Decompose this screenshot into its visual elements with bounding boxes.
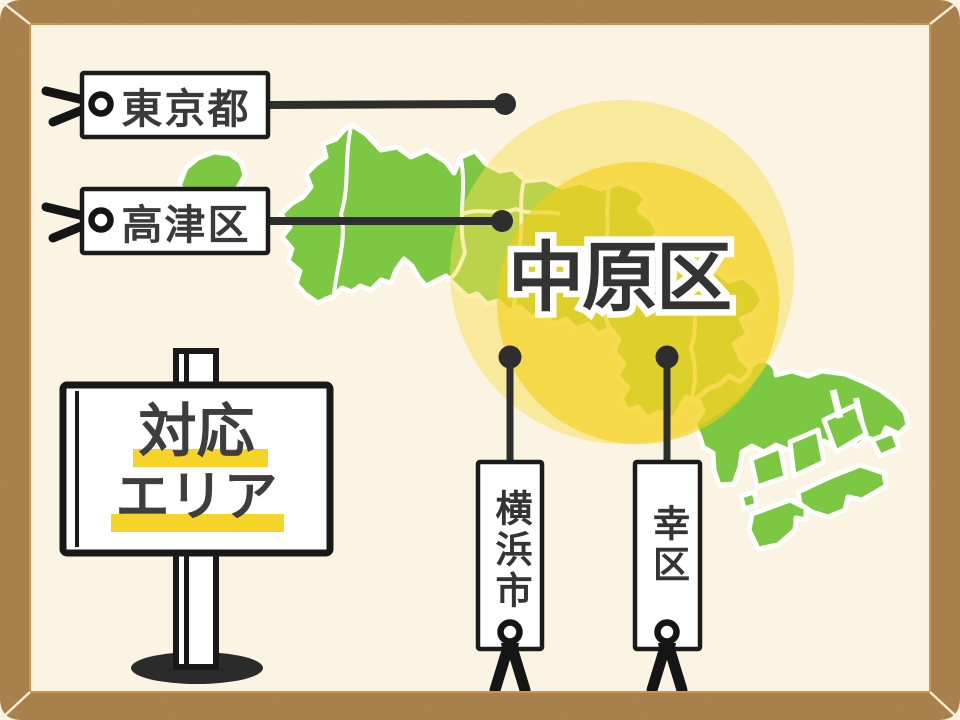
coastal-island xyxy=(746,497,809,552)
hanging-tag-strings xyxy=(489,643,688,696)
coastal-channel xyxy=(853,397,864,421)
sign-title-line1: 対応 xyxy=(138,397,255,465)
ward-border xyxy=(332,126,353,295)
miter-seam xyxy=(1,1,31,25)
tag-box-tokyo xyxy=(79,70,271,140)
leader-dot-tokyo xyxy=(494,93,516,115)
tag-eyelets xyxy=(88,91,680,645)
coastal-channel xyxy=(829,389,844,419)
eyelet-icon xyxy=(88,207,114,233)
string-icon xyxy=(646,648,669,696)
coastal-island xyxy=(795,462,889,520)
center-area-label-outline: 中原区 xyxy=(502,229,739,325)
coastal-island xyxy=(787,427,827,479)
tag-takatsu-label: 高津区 xyxy=(121,201,251,249)
frame-inner-rim xyxy=(29,23,931,693)
eyelet-icon xyxy=(88,91,114,117)
string-icon xyxy=(489,648,512,696)
center-area-label: 中原区 中原区 xyxy=(494,229,744,332)
coverage-glow-inner xyxy=(497,162,779,444)
tag-boxes xyxy=(79,70,703,652)
leader-line-tokyo xyxy=(262,100,509,109)
signboard xyxy=(59,348,334,684)
sign-highlight-bar xyxy=(111,514,284,532)
tag-yokohama-label: 横浜市 xyxy=(489,488,532,612)
string-icon xyxy=(665,648,688,696)
sign-board-edge-line xyxy=(75,391,79,547)
tag-saiwai-label: 幸区 xyxy=(646,504,690,586)
leader-dot-saiwai xyxy=(655,345,679,369)
tag-tokyo-label: 東京都 xyxy=(121,85,251,133)
leader-dot-takatsu xyxy=(491,210,513,232)
coastal-island xyxy=(821,402,869,455)
miter-seam xyxy=(929,1,959,25)
coastal-island xyxy=(748,444,789,490)
sign-highlight-bar xyxy=(133,449,268,467)
tag-box-takatsu xyxy=(79,186,271,256)
sign-board xyxy=(59,381,334,557)
coastal-island xyxy=(869,429,902,459)
sign-title-line2: エリア xyxy=(115,465,278,528)
string-icon xyxy=(508,648,531,696)
eyelet-icon xyxy=(654,619,680,645)
coastal-island xyxy=(738,489,760,512)
miter-seam xyxy=(1,691,31,719)
leader-dot-yokohama xyxy=(498,345,522,369)
miter-seam xyxy=(929,691,959,719)
center-area-label-text: 中原区 xyxy=(508,233,732,322)
eyelet-icon xyxy=(497,619,523,645)
leader-lines xyxy=(262,93,679,466)
